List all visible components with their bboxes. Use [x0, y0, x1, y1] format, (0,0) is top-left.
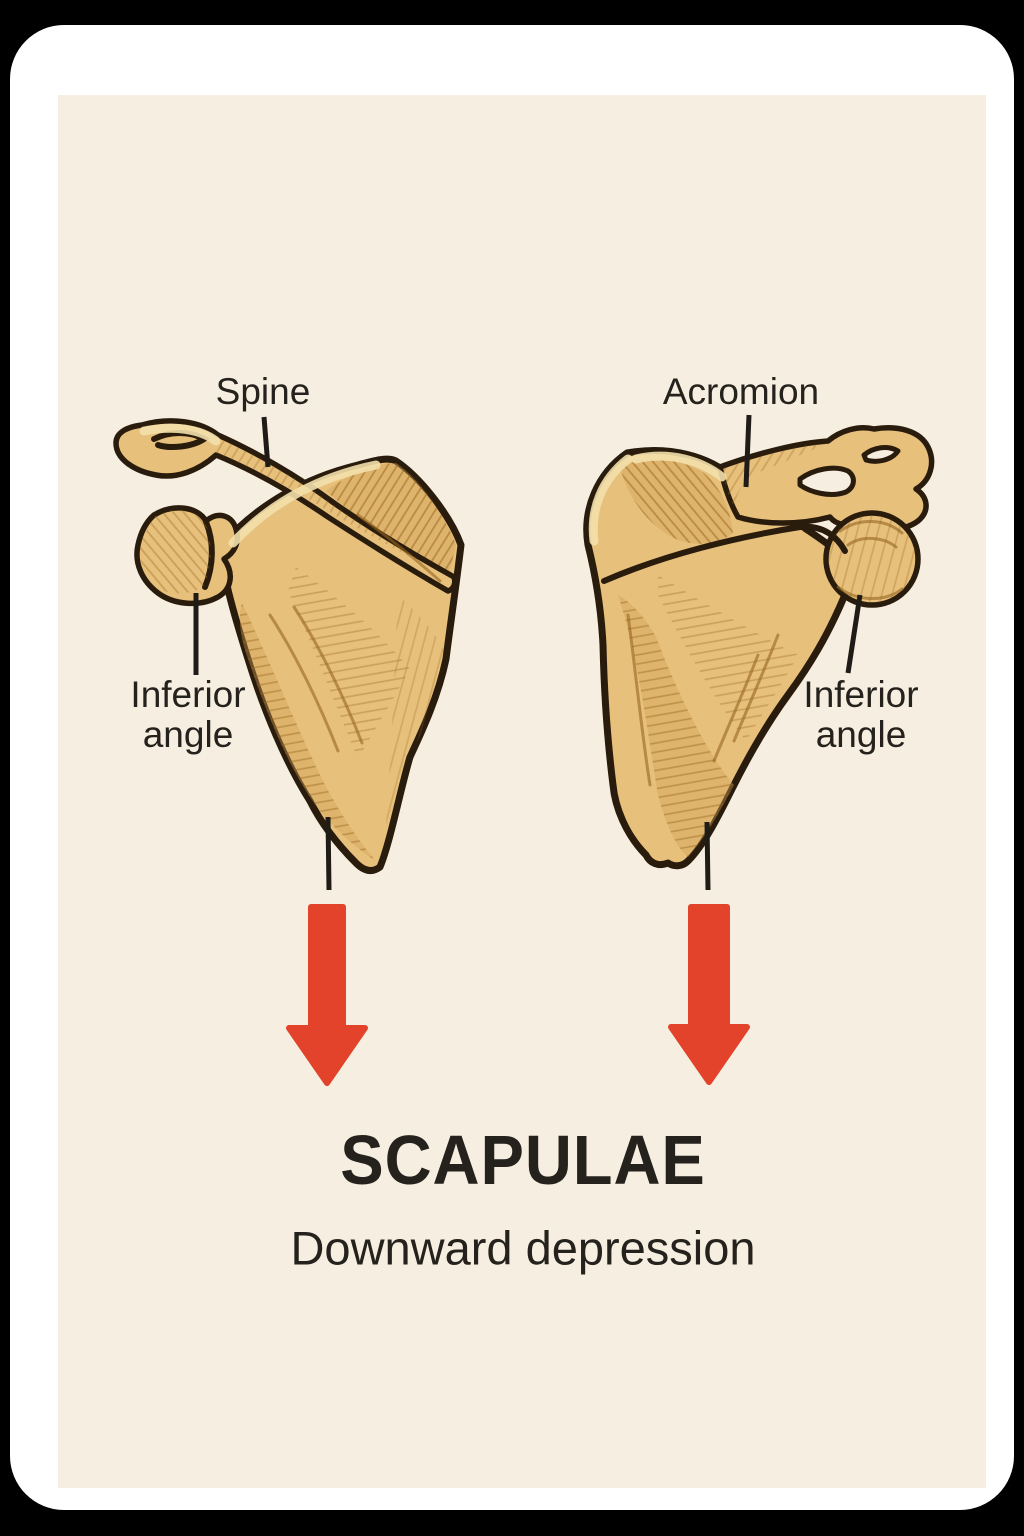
- spine-leader-line: [261, 416, 271, 468]
- right-down-arrow: [668, 904, 750, 1085]
- inferior-angle-right-label: Inferior angle: [803, 674, 919, 755]
- right-scapula-illustration: [583, 425, 935, 870]
- left-depression-leader-line: [325, 816, 332, 891]
- inferior-angle-right-leader-line: [845, 594, 863, 674]
- acromion-label: Acromion: [662, 371, 820, 413]
- right-acromion-notch: [861, 445, 901, 464]
- poster-subtitle: Downward depression: [290, 1221, 756, 1275]
- right-scapula-band-gap: [797, 465, 856, 497]
- poster-title: SCAPULAE: [340, 1121, 706, 1199]
- scapulae-diagram: [113, 414, 935, 1086]
- spine-label: Spine: [215, 371, 311, 413]
- paper-panel: Spine Acromion Inferior angle Inferior a…: [58, 95, 986, 1488]
- right-depression-leader-line: [704, 821, 711, 891]
- acromion-leader-line: [743, 414, 752, 488]
- poster-card: Spine Acromion Inferior angle Inferior a…: [10, 25, 1014, 1510]
- left-down-arrow: [286, 904, 368, 1086]
- left-scapula-illustration: [113, 418, 465, 874]
- inferior-angle-left-label: Inferior angle: [130, 674, 246, 755]
